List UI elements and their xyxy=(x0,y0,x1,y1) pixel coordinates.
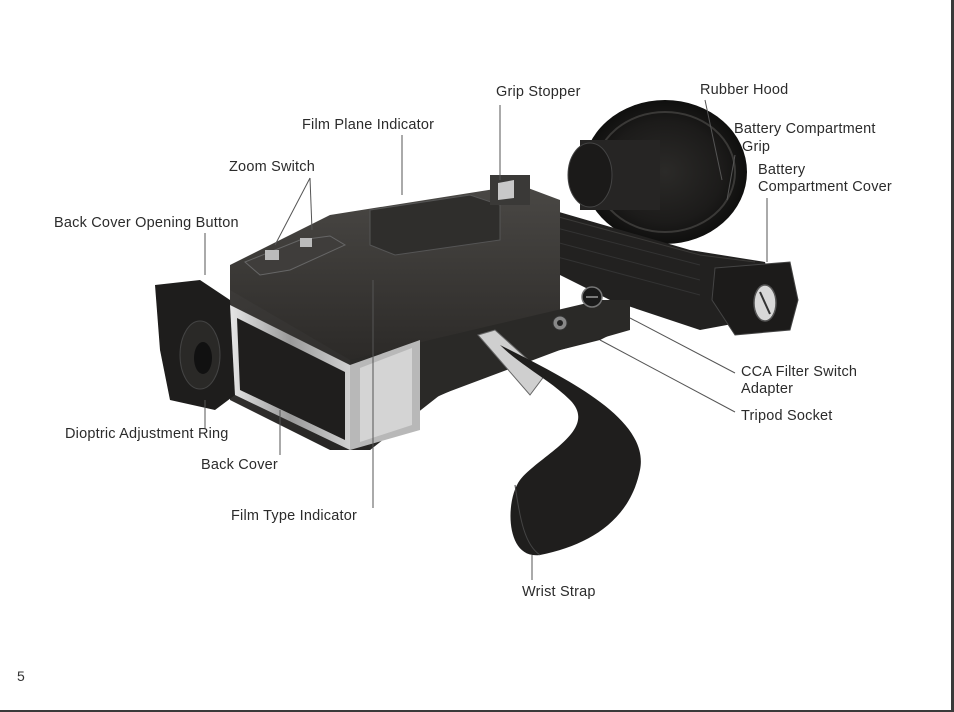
cca-filter-switch-label-line1: CCA Filter Switch xyxy=(741,364,858,380)
back-cover-label: Back Cover xyxy=(201,457,278,473)
grip-shape xyxy=(530,205,799,336)
eyepiece-shape xyxy=(155,280,235,410)
battery-compartment-cover-label-line1: Battery xyxy=(758,162,806,178)
page-number: 5 xyxy=(17,668,25,684)
battery-compartment-grip-label-line2: Grip xyxy=(742,139,771,155)
underside-details xyxy=(552,286,603,331)
page-bottom-edge xyxy=(0,710,954,712)
tripod-socket-label: Tripod Socket xyxy=(741,408,833,424)
cca-filter-switch-label-line2: Adapter xyxy=(741,381,794,397)
battery-compartment-grip-label-line1: Battery Compartment xyxy=(734,121,876,137)
dioptric-adjustment-ring-label: Dioptric Adjustment Ring xyxy=(65,426,229,442)
battery-compartment-cover-label-line2: Compartment Cover xyxy=(758,179,892,195)
grip-stopper-label: Grip Stopper xyxy=(496,84,581,100)
back-cover-opening-button-label: Back Cover Opening Button xyxy=(54,215,239,231)
film-type-indicator-label: Film Type Indicator xyxy=(231,508,358,524)
film-plane-indicator-label: Film Plane Indicator xyxy=(302,117,435,133)
zoom-switch-label: Zoom Switch xyxy=(229,159,315,175)
page-right-edge xyxy=(951,0,954,712)
wrist-strap-label: Wrist Strap xyxy=(522,584,596,600)
rubber-hood-shape xyxy=(567,100,747,244)
wrist-strap-shape xyxy=(477,329,641,556)
rubber-hood-label: Rubber Hood xyxy=(700,82,789,98)
leader-lines xyxy=(204,99,768,580)
